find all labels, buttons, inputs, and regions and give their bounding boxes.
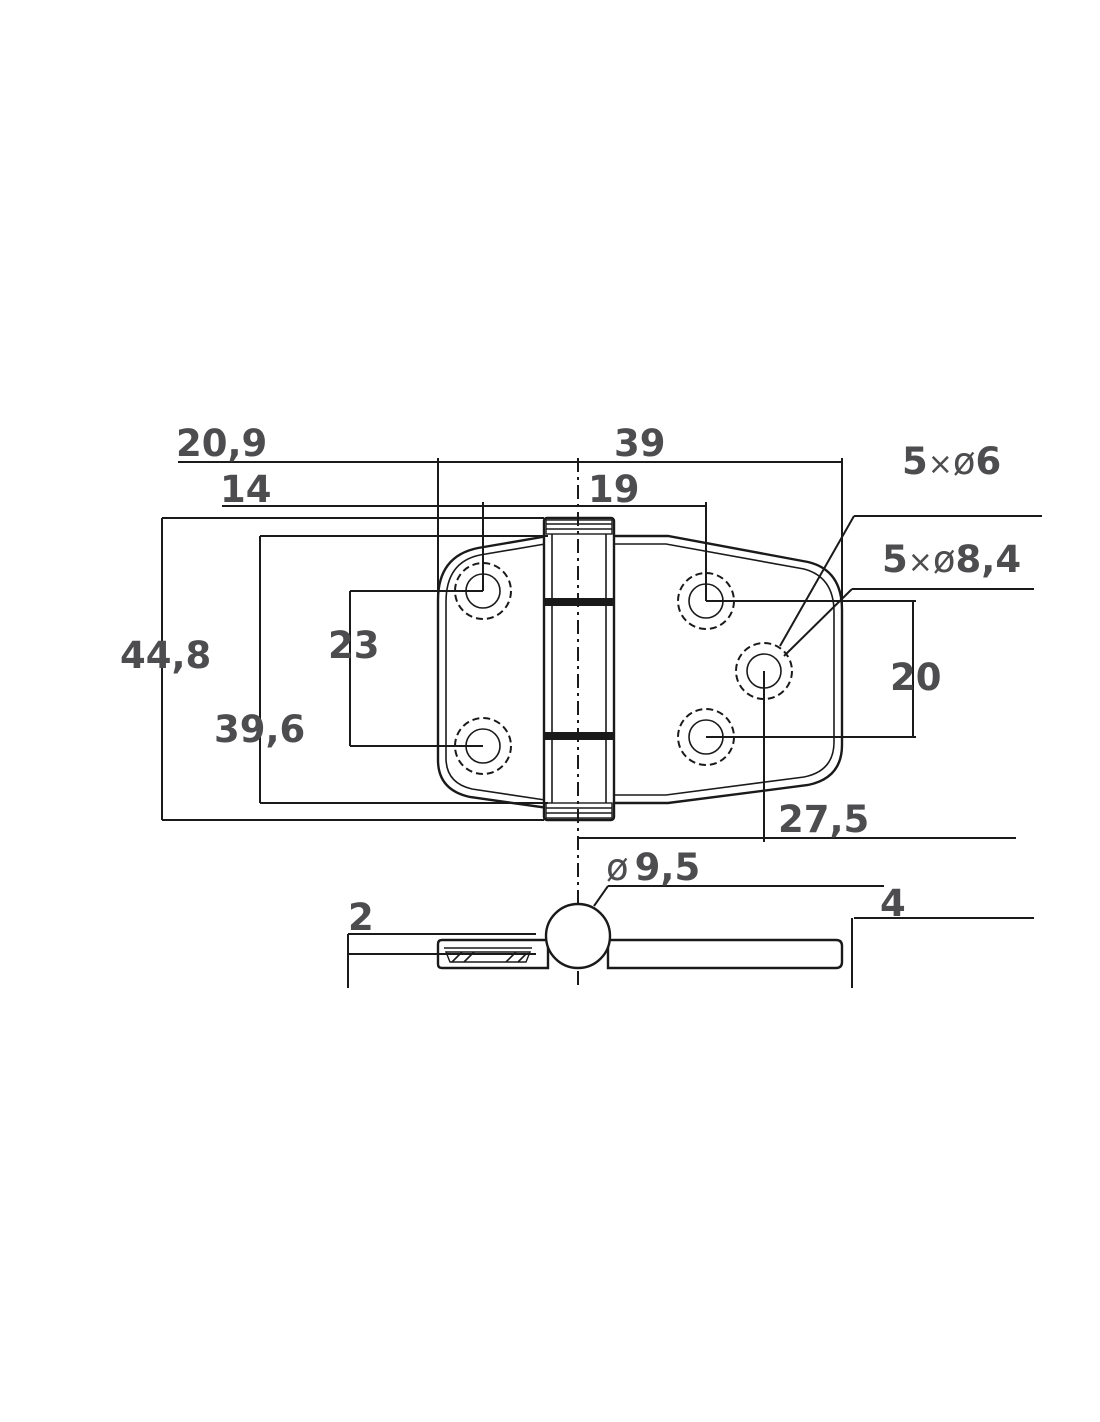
svg-text:5×ø8,4: 5×ø8,4: [882, 538, 1021, 581]
dim-20-9: 20,9: [176, 422, 267, 465]
dim-23: 23: [328, 624, 380, 667]
dim-4: 4: [880, 882, 906, 925]
dim-19: 19: [588, 468, 640, 511]
dim-27-5: 27,5: [778, 798, 869, 841]
left-leaf: [436, 534, 550, 810]
svg-text:ø9,5: ø9,5: [606, 846, 700, 889]
dim-44-8: 44,8: [120, 634, 211, 677]
dim-20: 20: [890, 656, 942, 699]
dim-2: 2: [348, 896, 374, 939]
dim-14: 14: [220, 468, 272, 511]
side-view-dimension-lines: [347, 885, 1034, 988]
dim-39: 39: [614, 422, 666, 465]
hole-count-8-4: 5×ø8,4: [882, 538, 1021, 581]
right-leaf: [608, 534, 844, 805]
svg-text:5×ø6: 5×ø6: [902, 440, 1001, 483]
hole-count-6: 5×ø6: [902, 440, 1001, 483]
dim-39-6: 39,6: [214, 708, 305, 751]
side-view: [436, 902, 844, 970]
dimension-lines: [161, 458, 1042, 842]
